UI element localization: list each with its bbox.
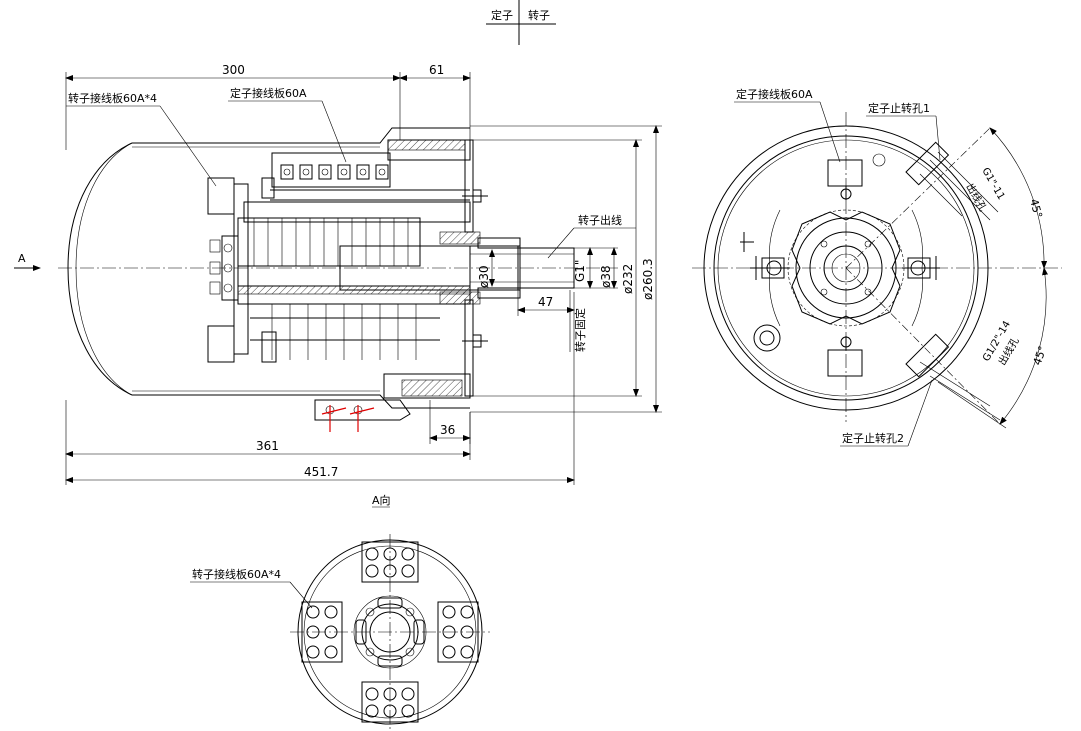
stator-rotor-header: 定子 转子 — [486, 0, 556, 45]
stop-hole-1-label: 定子止转孔1 — [868, 101, 930, 115]
dim-g1: G1" — [573, 260, 587, 282]
view-a-rotor-board-label: 转子接线板60A*4 — [192, 567, 281, 581]
dim-phi232: ø232 — [621, 264, 635, 294]
dim-36: 36 — [440, 423, 455, 437]
rotor-outlet-label: 转子出线 — [578, 213, 622, 227]
side-section-view: A — [14, 63, 662, 485]
angle-top: 45° — [1027, 197, 1045, 219]
view-a-title: A向 — [372, 493, 391, 507]
end-view-rotor-assembly — [750, 209, 940, 327]
rotor-shaft — [339, 231, 575, 305]
view-a-board-top — [361, 541, 419, 583]
view-a: A向 — [190, 493, 490, 730]
end-view: 45° 45° G1"-11 出线孔 G1/2"-14 出线孔 定子接线板60A… — [692, 87, 1062, 447]
angle-bottom: 45° — [1031, 344, 1050, 367]
outlet-port-bottom — [905, 333, 1007, 429]
dim-451-7: 451.7 — [304, 465, 338, 479]
dim-phi260-3: ø260.3 — [641, 258, 655, 300]
dim-300: 300 — [222, 63, 245, 77]
dim-47: 47 — [538, 295, 553, 309]
stator-terminal-board — [261, 152, 470, 201]
dim-361: 361 — [256, 439, 279, 453]
dim-phi38: ø38 — [599, 265, 613, 288]
view-a-board-left — [301, 601, 343, 663]
rotor-fixed-label: 转子固定 — [573, 308, 587, 352]
rotor-board-label: 转子接线板60A*4 — [68, 91, 157, 105]
view-a-board-bottom — [361, 681, 419, 723]
rotor-terminal-board-side — [207, 177, 249, 363]
slip-ring-stack — [237, 201, 471, 363]
rotor-label: 转子 — [528, 8, 550, 22]
dim-phi30: ø30 — [477, 265, 491, 288]
dim-61: 61 — [429, 63, 444, 77]
view-a-arrow-label: A — [18, 252, 26, 265]
thread-top: G1"-11 — [979, 166, 1006, 202]
stop-hole-2-label: 定子止转孔2 — [842, 431, 904, 445]
stator-board-label: 定子接线板60A — [230, 86, 307, 100]
stator-label: 定子 — [491, 8, 513, 22]
view-a-board-right — [437, 601, 479, 663]
outlet-port-top — [905, 141, 999, 221]
end-stator-board-label: 定子接线板60A — [736, 87, 813, 101]
